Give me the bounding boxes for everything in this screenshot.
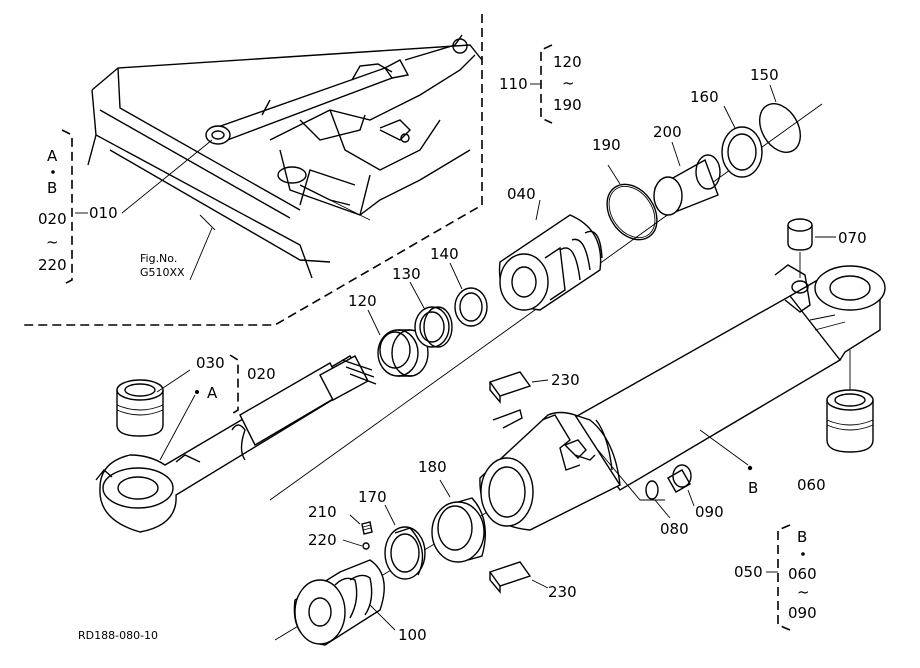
label-140: 140 [430, 245, 459, 263]
group-050-to: 090 [788, 604, 817, 622]
label-070: 070 [838, 229, 867, 247]
group-050-from: 060 [788, 565, 817, 583]
label-130: 130 [392, 265, 421, 283]
label-020: 020 [247, 365, 276, 383]
part-130-ring: 130 [392, 265, 453, 348]
reference-code: RD188-080-10 [78, 629, 158, 642]
label-190: 190 [592, 136, 621, 154]
label-120: 120 [348, 292, 377, 310]
label-220: 220 [308, 531, 337, 549]
part-230-key-top: 230 [488, 371, 580, 404]
part-210-220: 210 220 [308, 503, 373, 550]
label-160: 160 [690, 88, 719, 106]
label-210: 210 [308, 503, 337, 521]
part-230-key-bottom: 230 [488, 561, 577, 601]
cylinder-tube-050: B [479, 264, 886, 531]
part-190-oring: 190 [592, 136, 658, 241]
part-230-key-mid [492, 409, 523, 429]
bracket-letter-b: B [47, 179, 57, 197]
group-050-tilde: ~ [797, 583, 810, 601]
label-100: 100 [398, 626, 427, 644]
group-050-b: B [797, 528, 807, 546]
part-170-seal: 170 [358, 488, 426, 580]
bracket-range-end: 220 [38, 256, 67, 274]
label-a-dot: A [207, 384, 218, 402]
bracket-tilde: ~ [46, 233, 59, 251]
group-bracket-a-b: A B 020 ~ 220 [38, 129, 73, 286]
label-050: 050 [734, 563, 763, 581]
part-070-plug: 070 [787, 218, 867, 278]
group-bracket-050: 050 B 060 ~ 090 [734, 524, 817, 631]
label-230-bottom: 230 [548, 583, 577, 601]
inset-boundary [20, 14, 483, 326]
label-170: 170 [358, 488, 387, 506]
part-180-ring: 180 [418, 458, 487, 563]
group-bracket-110: 110 120 ~ 190 [499, 44, 582, 124]
part-100-gland: 100 [293, 559, 427, 646]
bracket-dot [51, 170, 55, 174]
label-010: 010 [89, 204, 118, 222]
label-040: 040 [507, 185, 536, 203]
label-b-dot: B [748, 479, 758, 497]
label-110: 110 [499, 75, 528, 93]
part-030-bushing: 030 A 020 [116, 354, 276, 461]
group-110-to: 190 [553, 96, 582, 114]
part-200-sleeve: 200 [653, 123, 721, 216]
callout-010: 010 [75, 139, 213, 222]
part-150-oring: 150 [750, 66, 801, 153]
part-060-bushing: 060 [797, 350, 874, 494]
bracket-letter-a: A [47, 147, 58, 165]
fig-no-label: Fig.No. [140, 252, 177, 265]
part-080-090: 080 090 [645, 464, 724, 538]
part-120-ring: 120 [348, 292, 429, 377]
label-200: 200 [653, 123, 682, 141]
label-150: 150 [750, 66, 779, 84]
label-090: 090 [695, 503, 724, 521]
rod-eye-assembly [95, 355, 377, 533]
label-180: 180 [418, 458, 447, 476]
part-140-ring: 140 [430, 245, 488, 327]
part-160-ring: 160 [690, 88, 763, 178]
fig-code-label: G510XX [140, 266, 185, 279]
part-040-piston: 040 [498, 185, 603, 311]
group-110-from: 120 [553, 53, 582, 71]
inset-loader-assembly [20, 14, 483, 326]
label-080: 080 [660, 520, 689, 538]
label-230-top: 230 [551, 371, 580, 389]
label-060: 060 [797, 476, 826, 494]
bracket-range-start: 020 [38, 210, 67, 228]
group-110-tilde: ~ [562, 74, 575, 92]
label-030: 030 [196, 354, 225, 372]
